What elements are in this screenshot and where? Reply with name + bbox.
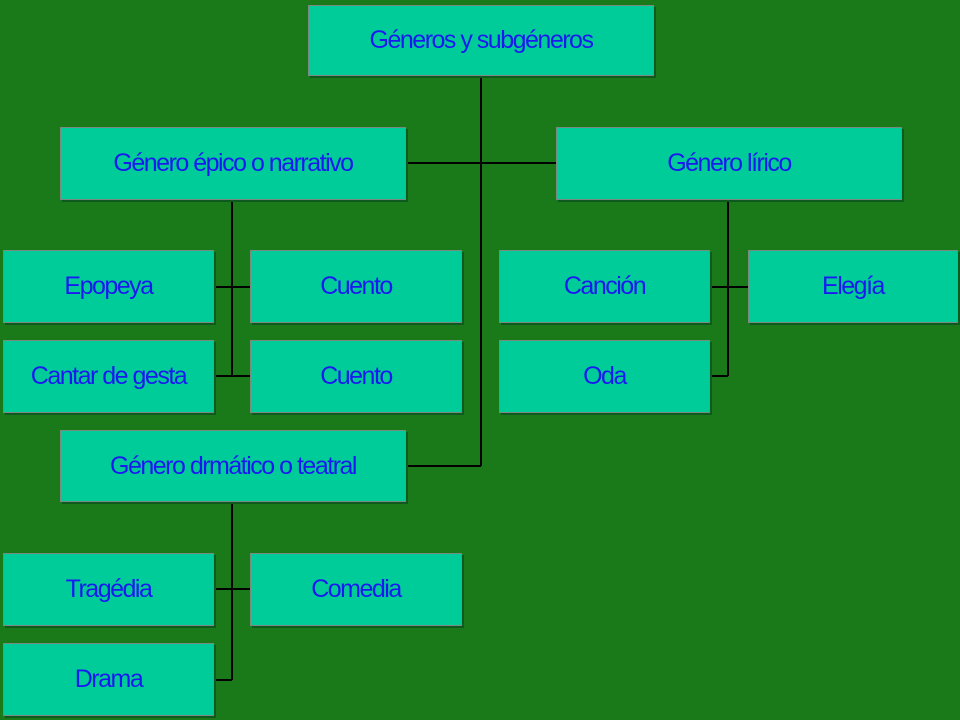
node-root-label: Géneros y subgéneros [369, 26, 594, 54]
node-epopeya: Epopeya [3, 250, 214, 323]
node-comedia-label: Comedia [311, 575, 402, 603]
node-root: Géneros y subgéneros [308, 5, 654, 76]
node-cuento-1-label: Cuento [320, 272, 393, 300]
node-tragedia-label: Tragédia [65, 575, 153, 603]
node-cancion-label: Canción [563, 272, 647, 300]
node-cuento-1: Cuento [250, 250, 462, 323]
node-epopeya-label: Epopeya [64, 272, 154, 300]
node-lirico-label: Género lírico [667, 149, 792, 177]
node-epico-label: Género épico o narrativo [113, 149, 354, 177]
node-oda: Oda [499, 340, 710, 413]
node-tragedia: Tragédia [3, 553, 214, 626]
node-lirico: Género lírico [556, 127, 902, 200]
node-comedia: Comedia [250, 553, 462, 626]
node-drama-label: Drama [74, 665, 144, 693]
node-cuento-2: Cuento [250, 340, 462, 413]
node-dramatico: Género drmático o teatral [60, 430, 406, 502]
node-cantar: Cantar de gesta [3, 340, 214, 413]
node-elegia-label: Elegía [822, 272, 885, 300]
node-elegia: Elegía [748, 250, 958, 323]
node-cantar-label: Cantar de gesta [30, 362, 188, 390]
node-drama: Drama [3, 643, 214, 716]
node-epico: Género épico o narrativo [60, 127, 406, 200]
node-cancion: Canción [499, 250, 710, 323]
node-dramatico-label: Género drmático o teatral [110, 451, 357, 480]
node-oda-label: Oda [583, 362, 627, 390]
node-cuento-2-label: Cuento [320, 362, 393, 390]
